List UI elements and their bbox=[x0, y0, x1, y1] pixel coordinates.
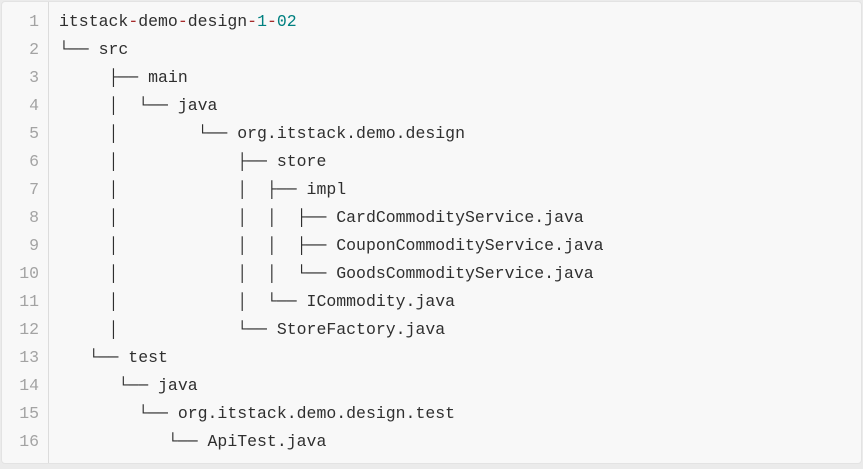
line-number: 8 bbox=[29, 208, 39, 227]
code-text: │ │ │ ├── CardCommodityService.java bbox=[48, 204, 584, 232]
code-token-number: 1 bbox=[257, 12, 267, 31]
code-token-operator: - bbox=[247, 12, 258, 31]
code-text: │ │ │ ├── CouponCommodityService.java bbox=[48, 232, 604, 260]
code-text: │ │ └── ICommodity.java bbox=[48, 288, 456, 316]
code-line: 16 └── ApiTest.java bbox=[2, 428, 861, 456]
code-text: └── java bbox=[48, 372, 198, 400]
code-token-plain: └── org.itstack.demo.design.test bbox=[59, 404, 456, 423]
code-text: itstack-demo-design-1-02 bbox=[48, 8, 297, 36]
line-number: 15 bbox=[19, 404, 39, 423]
code-line: 9 │ │ │ ├── CouponCommodityService.java bbox=[2, 232, 861, 260]
code-line: 2 └── src bbox=[2, 36, 861, 64]
code-token-plain: └── ApiTest.java bbox=[59, 432, 327, 451]
code-token-plain: │ ├── store bbox=[59, 152, 327, 171]
code-token-number: 02 bbox=[276, 12, 297, 31]
code-text: │ └── org.itstack.demo.design bbox=[48, 120, 465, 148]
code-text: └── org.itstack.demo.design.test bbox=[48, 400, 455, 428]
line-number: 14 bbox=[19, 376, 39, 395]
code-line: 10 │ │ │ └── GoodsCommodityService.java bbox=[2, 260, 861, 288]
code-line: 7 │ │ ├── impl bbox=[2, 176, 861, 204]
code-token-plain: └── test bbox=[59, 348, 168, 367]
code-token-plain: │ └── java bbox=[59, 96, 218, 115]
code-token-plain: design bbox=[187, 12, 248, 31]
line-number: 2 bbox=[29, 40, 39, 59]
code-token-operator: - bbox=[128, 12, 139, 31]
code-token-plain: demo bbox=[138, 12, 178, 31]
line-number: 13 bbox=[19, 348, 39, 367]
code-line: 12 │ └── StoreFactory.java bbox=[2, 316, 861, 344]
code-line: 15 └── org.itstack.demo.design.test bbox=[2, 400, 861, 428]
code-line: 13 └── test bbox=[2, 344, 861, 372]
line-number: 12 bbox=[19, 320, 39, 339]
code-token-plain: │ │ │ ├── CouponCommodityService.java bbox=[59, 236, 604, 255]
line-number: 6 bbox=[29, 152, 39, 171]
code-token-plain: │ └── org.itstack.demo.design bbox=[59, 124, 465, 143]
code-line: 8 │ │ │ ├── CardCommodityService.java bbox=[2, 204, 861, 232]
line-number: 7 bbox=[29, 180, 39, 199]
code-line: 3 ├── main bbox=[2, 64, 861, 92]
line-number: 4 bbox=[29, 96, 39, 115]
code-line: 11 │ │ └── ICommodity.java bbox=[2, 288, 861, 316]
code-token-plain: │ │ │ └── GoodsCommodityService.java bbox=[59, 264, 594, 283]
code-token-plain: └── java bbox=[59, 376, 198, 395]
code-text: │ └── java bbox=[48, 92, 218, 120]
code-token-plain: itstack bbox=[59, 12, 129, 31]
code-token-plain: ├── main bbox=[59, 68, 188, 87]
code-text: └── src bbox=[48, 36, 128, 64]
code-text: │ │ ├── impl bbox=[48, 176, 347, 204]
code-text: │ ├── store bbox=[48, 148, 327, 176]
line-number: 11 bbox=[19, 292, 39, 311]
code-token-plain: │ └── StoreFactory.java bbox=[59, 320, 446, 339]
code-token-plain: └── src bbox=[59, 40, 129, 59]
code-text: │ │ │ └── GoodsCommodityService.java bbox=[48, 260, 594, 288]
code-text: └── ApiTest.java bbox=[48, 428, 326, 456]
code-text: └── test bbox=[48, 344, 168, 372]
code-line: 6 │ ├── store bbox=[2, 148, 861, 176]
code-text: │ └── StoreFactory.java bbox=[48, 316, 446, 344]
line-number: 1 bbox=[29, 12, 39, 31]
gutter-divider bbox=[48, 2, 49, 463]
code-line: 5 │ └── org.itstack.demo.design bbox=[2, 120, 861, 148]
line-number: 9 bbox=[29, 236, 39, 255]
line-number: 16 bbox=[19, 432, 39, 451]
line-number: 5 bbox=[29, 124, 39, 143]
code-text: ├── main bbox=[48, 64, 188, 92]
code-token-operator: - bbox=[266, 12, 277, 31]
code-token-plain: │ │ └── ICommodity.java bbox=[59, 292, 456, 311]
code-token-plain: │ │ │ ├── CardCommodityService.java bbox=[59, 208, 584, 227]
code-token-operator: - bbox=[177, 12, 188, 31]
line-number: 3 bbox=[29, 68, 39, 87]
code-line: 4 │ └── java bbox=[2, 92, 861, 120]
code-token-plain: │ │ ├── impl bbox=[59, 180, 347, 199]
code-line: 14 └── java bbox=[2, 372, 861, 400]
line-number: 10 bbox=[19, 264, 39, 283]
